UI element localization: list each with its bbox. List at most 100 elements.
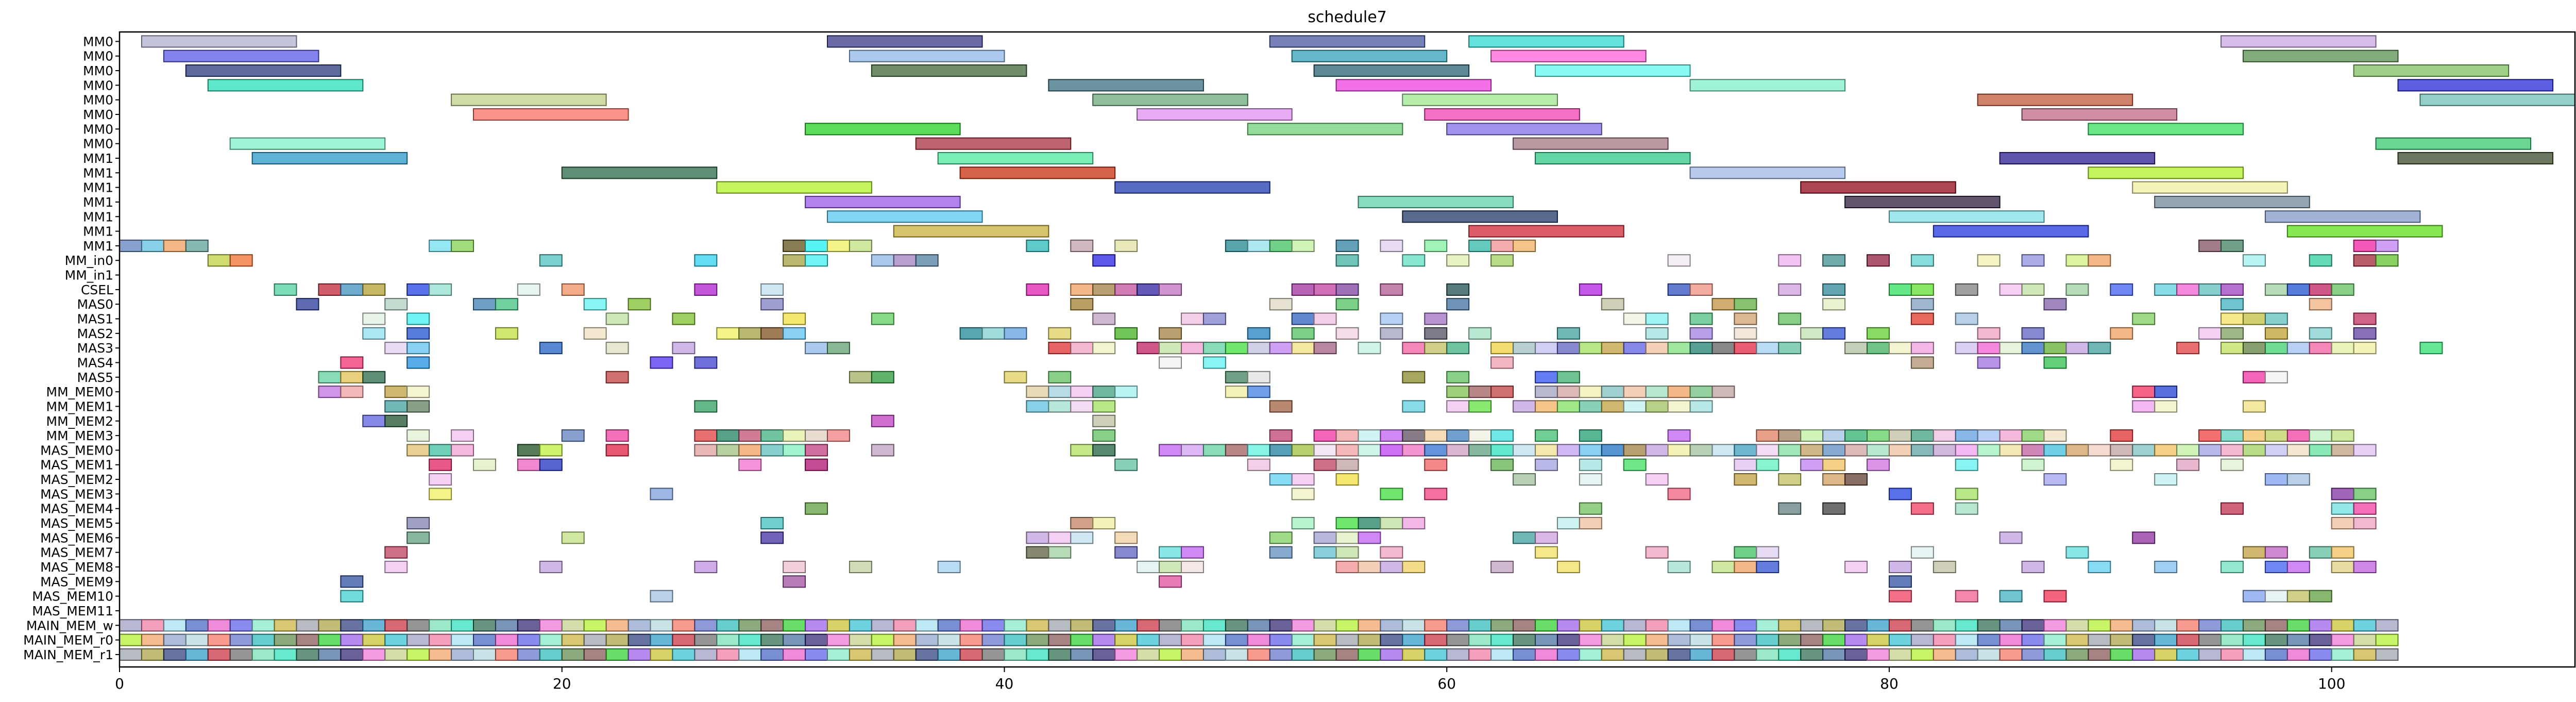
gantt-bar bbox=[893, 648, 917, 661]
gantt-bar bbox=[251, 619, 275, 632]
gantt-bar bbox=[1844, 648, 1868, 661]
gantt-bar bbox=[1004, 633, 1027, 646]
gantt-bar bbox=[1689, 79, 1846, 92]
gantt-bar bbox=[1225, 342, 1248, 355]
gantt-bar bbox=[2221, 312, 2244, 325]
gantt-bar bbox=[2176, 619, 2200, 632]
gantt-bar bbox=[2021, 283, 2045, 296]
gantt-bar bbox=[1822, 648, 1846, 661]
gantt-bar bbox=[1756, 342, 1780, 355]
gantt-bar bbox=[119, 648, 142, 661]
gantt-bar bbox=[1159, 283, 1182, 296]
gantt-bar bbox=[1048, 386, 1072, 398]
gantt-bar bbox=[1424, 488, 1448, 500]
gantt-bar bbox=[738, 633, 762, 646]
gantt-bar bbox=[340, 371, 364, 383]
gantt-bar bbox=[429, 458, 452, 471]
gantt-bar bbox=[451, 619, 474, 632]
gantt-bar bbox=[472, 619, 496, 632]
gantt-bar bbox=[1933, 560, 1956, 574]
gantt-bar bbox=[1225, 648, 1248, 661]
gantt-bar bbox=[2110, 327, 2133, 340]
gantt-bar bbox=[1247, 342, 1270, 355]
gantt-bar bbox=[1711, 648, 1735, 661]
gantt-bar bbox=[849, 49, 1005, 62]
gantt-bar bbox=[163, 633, 187, 646]
gantt-bar bbox=[1800, 444, 1824, 457]
gantt-bar bbox=[2198, 327, 2222, 340]
gantt-bar bbox=[2176, 444, 2200, 457]
gantt-bar bbox=[1844, 429, 1868, 442]
gantt-bar bbox=[1202, 356, 1226, 369]
gantt-bar bbox=[318, 633, 342, 646]
gantt-bar bbox=[1380, 648, 1403, 661]
gantt-bar bbox=[1358, 342, 1381, 355]
gantt-bar bbox=[716, 633, 740, 646]
gantt-bar bbox=[1291, 516, 1315, 530]
gantt-bar bbox=[2154, 633, 2178, 646]
gantt-bar bbox=[915, 648, 939, 661]
gantt-bar bbox=[871, 64, 1027, 77]
gantt-bar bbox=[451, 93, 607, 106]
gantt-bar bbox=[1026, 400, 1049, 413]
gantt-bar bbox=[2154, 400, 2178, 413]
gantt-bar bbox=[1291, 312, 1315, 325]
gantt-bar bbox=[716, 327, 740, 340]
gantt-bar bbox=[1579, 473, 1602, 486]
gantt-bar bbox=[1402, 93, 1558, 106]
gantt-bar bbox=[1579, 342, 1602, 355]
gantt-bar bbox=[981, 619, 1005, 632]
gantt-bar bbox=[1159, 560, 1182, 574]
gantt-bar bbox=[1335, 473, 1359, 486]
gantt-bar bbox=[1867, 633, 1890, 646]
gantt-bar bbox=[2264, 619, 2288, 632]
x-tick-label: 80 bbox=[1880, 675, 1899, 692]
gantt-bar bbox=[185, 633, 209, 646]
gantt-bar bbox=[2154, 619, 2178, 632]
gantt-bar bbox=[1667, 400, 1691, 413]
gantt-bar bbox=[2309, 546, 2332, 559]
y-tick-label: MM0 bbox=[83, 107, 113, 122]
gantt-bar bbox=[981, 648, 1005, 661]
gantt-bar bbox=[1734, 327, 1757, 340]
gantt-bar bbox=[229, 619, 253, 632]
gantt-bar bbox=[1645, 546, 1669, 559]
gantt-bar bbox=[517, 283, 540, 296]
gantt-bar bbox=[1468, 444, 1492, 457]
gantt-bar bbox=[1137, 108, 1293, 121]
gantt-bar bbox=[1867, 458, 1890, 471]
gantt-bar bbox=[1114, 633, 1138, 646]
gantt-bar bbox=[1623, 633, 1647, 646]
gantt-bar bbox=[561, 648, 585, 661]
gantt-bar bbox=[2242, 648, 2266, 661]
gantt-bar bbox=[2353, 502, 2377, 515]
gantt-bar bbox=[1468, 400, 1492, 413]
gantt-bar bbox=[1380, 488, 1403, 500]
gantt-bar bbox=[2221, 239, 2244, 252]
gantt-bar bbox=[1048, 531, 1072, 544]
gantt-bar bbox=[805, 648, 828, 661]
gantt-bar bbox=[1778, 254, 1802, 267]
gantt-bar bbox=[406, 531, 430, 544]
gantt-bar bbox=[1159, 356, 1182, 369]
gantt-bar bbox=[583, 327, 607, 340]
gantt-bar bbox=[2264, 633, 2288, 646]
gantt-bar bbox=[650, 619, 673, 632]
gantt-bar bbox=[1910, 648, 1934, 661]
gantt-bar bbox=[1689, 386, 1713, 398]
gantt-bar bbox=[1955, 444, 1978, 457]
gantt-bar bbox=[826, 648, 850, 661]
gantt-bar bbox=[1513, 444, 1536, 457]
gantt-bar bbox=[2132, 633, 2156, 646]
gantt-bar bbox=[2176, 648, 2200, 661]
gantt-bar bbox=[2198, 429, 2222, 442]
gantt-bar bbox=[406, 386, 430, 398]
gantt-bar bbox=[2309, 254, 2332, 267]
gantt-bar bbox=[1888, 429, 1912, 442]
gantt-bar bbox=[2021, 254, 2045, 267]
gantt-bar bbox=[2397, 79, 2554, 92]
gantt-bar bbox=[1910, 312, 1934, 325]
gantt-bar bbox=[1556, 516, 1580, 530]
gantt-bar bbox=[1667, 619, 1691, 632]
gantt-bar bbox=[340, 590, 364, 603]
